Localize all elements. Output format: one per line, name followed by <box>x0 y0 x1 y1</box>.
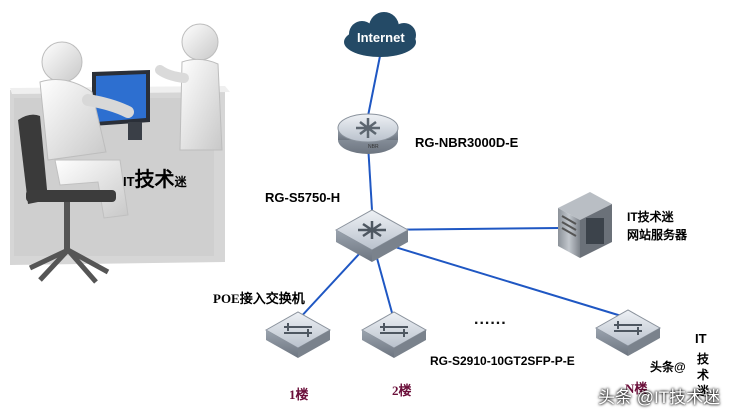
core-switch-label: RG-S5750-H <box>265 190 341 205</box>
vertical-brand-4: 迷 <box>697 384 710 398</box>
office-logo: IT技术迷 <box>123 163 187 192</box>
floor-2-label: 2楼 <box>392 383 412 398</box>
office-chair <box>18 114 116 284</box>
standing-person-figure <box>155 23 223 151</box>
floor-2-switch <box>360 311 428 358</box>
floor-n-switch <box>594 309 662 356</box>
watermark-brand: 头条 @IT技术迷 <box>598 388 721 407</box>
web-server-device <box>558 192 612 258</box>
router-badge: NBR <box>368 144 379 150</box>
watermark-prefix: 头条@ <box>650 360 686 374</box>
link-router-core <box>367 143 373 211</box>
vertical-brand-1: IT <box>695 331 707 346</box>
floor-1-switch <box>264 311 332 358</box>
server-label-line1: IT技术迷 <box>627 210 674 224</box>
access-switch-model-label: RG-S2910-10GT2SFP-P-E <box>430 354 575 368</box>
link-core-floorn <box>371 239 629 319</box>
network-links <box>297 55 629 321</box>
floor-1-label: 1楼 <box>289 387 309 402</box>
office-logo-main: 技术 <box>134 169 175 191</box>
vertical-brand-3: 术 <box>697 368 710 382</box>
vertical-brand-2: 技 <box>697 352 710 366</box>
office-illustration <box>10 23 230 284</box>
office-logo-prefix: IT <box>123 174 135 189</box>
core-switch-device <box>334 209 410 262</box>
office-logo-suffix: 迷 <box>174 175 187 189</box>
server-label-line2: 网站服务器 <box>627 228 688 242</box>
internet-cloud <box>344 12 416 57</box>
link-internet-router <box>367 55 381 117</box>
router-device <box>337 113 399 154</box>
poe-switch-group-label: POE接入交换机 <box>213 291 305 306</box>
more-switches-ellipsis: ...... <box>474 311 507 328</box>
seated-person-figure <box>39 41 134 219</box>
internet-label: Internet <box>357 30 405 45</box>
floor-n-label: N楼 <box>625 381 648 396</box>
router-label: RG-NBR3000D-E <box>415 135 519 150</box>
access-switches <box>264 309 662 358</box>
